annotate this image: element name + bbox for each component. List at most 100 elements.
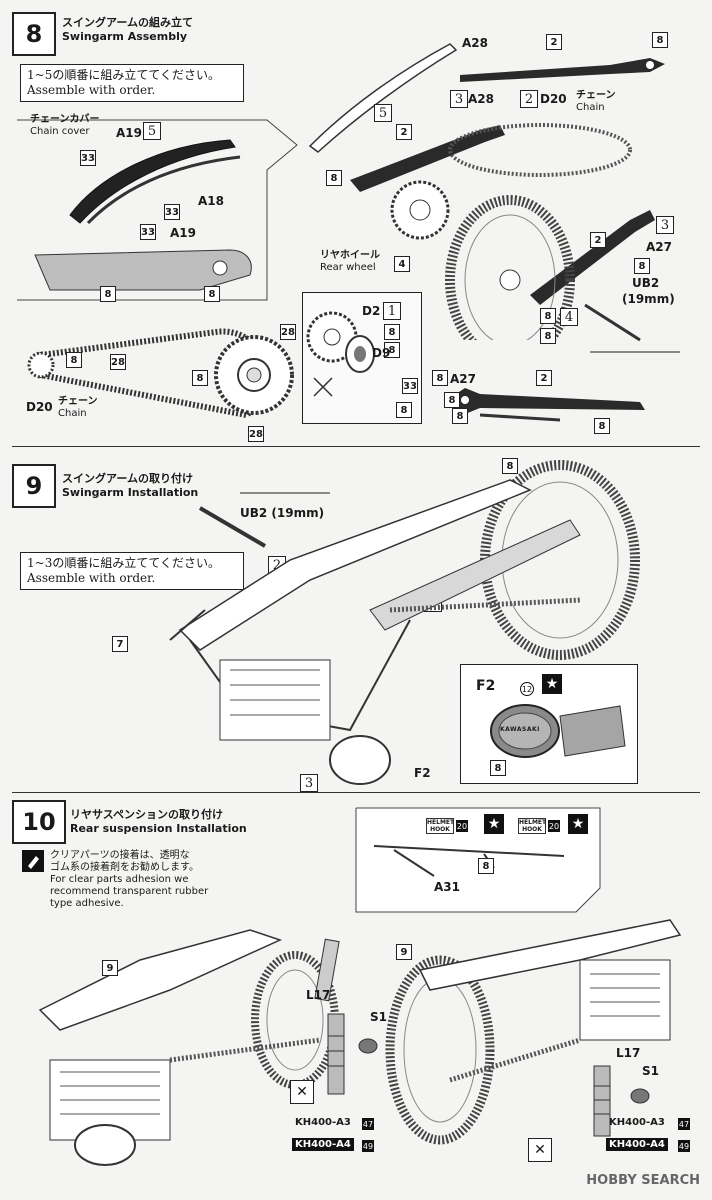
divider-9-10 <box>12 792 700 793</box>
part-8-arm-d: 8 <box>594 418 610 434</box>
kh400-a3-left: KH400-A3 <box>295 1117 351 1128</box>
step-8-number: 8 <box>12 12 56 56</box>
swingarm-exploded-drawing <box>350 123 655 340</box>
star-icon-hook-b: ★ <box>568 814 588 834</box>
part-33-b: 33 <box>164 204 180 220</box>
part-8-inset-a: 8 <box>384 324 400 340</box>
part-d9: D9 <box>372 346 391 360</box>
part-28-chain-a: 28 <box>110 354 126 370</box>
part-33-c: 33 <box>140 224 156 240</box>
part-s1-left: S1 <box>370 1010 387 1024</box>
chain-cover-label: チェーンカバー Chain cover <box>30 114 100 137</box>
clear-part-icon-left: ✕ <box>290 1080 314 1104</box>
chain-guide-rail <box>308 43 458 153</box>
step-9-frame-drawing <box>169 460 640 785</box>
glue-icon-glyph <box>28 856 39 869</box>
f2-inset-label: F2 <box>476 678 496 694</box>
star-icon-hook-a: ★ <box>484 814 504 834</box>
part-8-arm-a: 8 <box>432 370 448 386</box>
part-8-top: 8 <box>652 32 668 48</box>
rear-wheel-label: リヤホイール Rear wheel <box>320 250 380 273</box>
part-20-b: 20 <box>548 820 560 832</box>
part-d20-bottom: D20 <box>26 400 53 414</box>
chain-label-bottom: チェーン Chain <box>58 396 98 419</box>
part-a27-right: A27 <box>646 240 672 254</box>
part-33-inset: 33 <box>402 378 418 394</box>
part-8-f2: 8 <box>490 760 506 776</box>
part-a28-mid: A28 <box>468 92 494 106</box>
step-9-title-jp: スイングアームの取り付け <box>62 472 194 485</box>
order-1-mark-inset: 1 <box>383 302 401 320</box>
order-5-mark-cover: 5 <box>143 122 161 140</box>
part-d2: D2 <box>362 304 381 318</box>
clear-parts-note: クリアパーツの接着は、透明な ゴム系の接着剤をお勧めします。 For clear… <box>50 850 209 909</box>
ub2-axle-drawing <box>584 303 680 353</box>
step-8-title-jp: スイングアームの組み立て <box>62 16 194 29</box>
part-a19-bottom: A19 <box>170 226 196 240</box>
part-8-arm-c: 8 <box>452 408 468 424</box>
sprocket-inset-drawing <box>306 311 375 397</box>
part-8-cover-b: 8 <box>204 286 220 302</box>
step-10-right-bike <box>385 919 682 1145</box>
step-9-f2-label: F2 <box>414 766 431 780</box>
part-d20-top: D20 <box>540 92 567 106</box>
part-a31: A31 <box>434 880 460 894</box>
part-9-left: 9 <box>102 960 118 976</box>
clear-part-icon-right: ✕ <box>528 1138 552 1162</box>
order-4-mark: 4 <box>560 308 578 326</box>
part-a18: A18 <box>198 194 224 208</box>
star-icon-f2: ★ <box>542 674 562 694</box>
shock-absorber-right <box>593 1065 650 1137</box>
part-a19-top: A19 <box>116 126 142 140</box>
kh400-a4-left: KH400-A4 <box>292 1138 354 1151</box>
part-8-axle-a: 8 <box>540 308 556 324</box>
part-8-arm-b: 8 <box>444 392 460 408</box>
part-28-chain-b: 28 <box>280 324 296 340</box>
part-2-arm: 2 <box>536 370 552 386</box>
chain-cover-part-upper <box>69 139 241 225</box>
chain-cover-inset-frame <box>17 119 298 301</box>
part-l17-left: L17 <box>306 988 331 1002</box>
chain-cover-part-lower <box>34 249 252 291</box>
part-2-right: 2 <box>590 232 606 248</box>
step-8-title-en: Swingarm Assembly <box>62 30 188 43</box>
step-10-title-en: Rear suspension Installation <box>70 822 247 835</box>
part-9-right: 9 <box>396 944 412 960</box>
chain-label-top: チェーン Chain <box>576 90 616 113</box>
shock-absorber-left <box>327 1013 378 1095</box>
order-2-mark: 2 <box>520 90 538 108</box>
part-49-right: 49 <box>678 1140 690 1152</box>
part-8-chain-b: 8 <box>192 370 208 386</box>
kh400-a3-right: KH400-A3 <box>609 1117 665 1128</box>
swingarm-a28-drawing <box>460 58 665 82</box>
order-3-mark-b: 3 <box>656 216 674 234</box>
part-12: 12 <box>520 682 534 696</box>
part-8-step9-wheel: 8 <box>502 458 518 474</box>
kh400-a4-right: KH400-A4 <box>606 1138 668 1151</box>
step-10-title-jp: リヤサスペンションの取り付け <box>70 808 224 821</box>
order-note-jp: 1~5の順番に組み立ててください。 <box>27 68 220 82</box>
part-s1-right: S1 <box>642 1064 659 1078</box>
part-49-left: 49 <box>362 1140 374 1152</box>
part-8-axle-b: 8 <box>540 328 556 344</box>
part-8-right: 8 <box>634 258 650 274</box>
part-8-inset-c: 8 <box>396 402 412 418</box>
part-33-a: 33 <box>80 150 96 166</box>
part-2-mid: 2 <box>396 124 412 140</box>
part-20-a: 20 <box>456 820 468 832</box>
part-a27-bottom: A27 <box>450 372 476 386</box>
part-ub2: UB2 <box>632 276 660 290</box>
step-8-order-note: 1~5の順番に組み立ててください。 Assemble with order. <box>20 64 244 102</box>
part-47-left: 47 <box>362 1118 374 1130</box>
step-9-number: 9 <box>12 464 56 508</box>
part-4-wheel: 4 <box>394 256 410 272</box>
order-3-mark-9: 3 <box>300 774 318 792</box>
step-10-left-bike <box>38 929 340 1166</box>
step-9-ub2: UB2 (19mm) <box>240 506 325 520</box>
part-l17-right: L17 <box>616 1046 641 1060</box>
part-8-left: 8 <box>326 170 342 186</box>
chain-loop-drawing <box>27 328 294 419</box>
divider-8-9 <box>12 446 700 447</box>
order-5-mark: 5 <box>374 104 392 122</box>
part-28-chain-c: 28 <box>248 426 264 442</box>
